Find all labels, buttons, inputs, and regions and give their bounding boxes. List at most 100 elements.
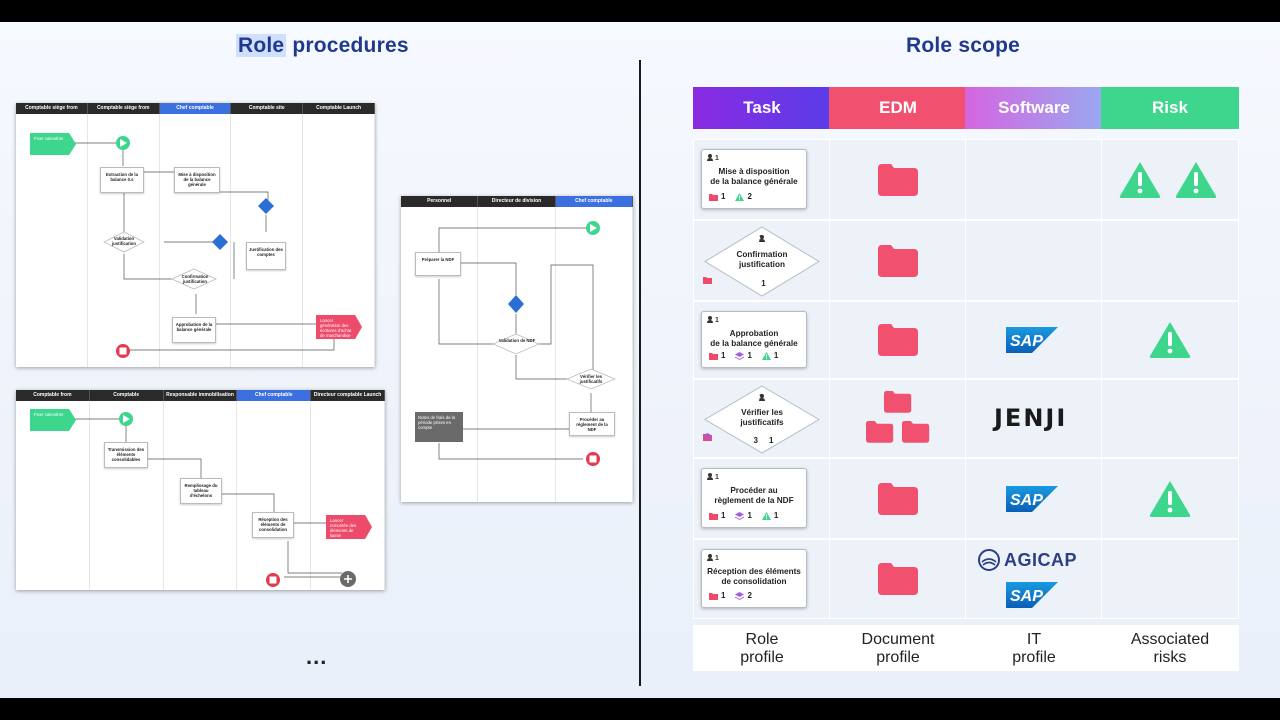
assignee-user-icon: 1 bbox=[707, 473, 719, 483]
swimlane bbox=[478, 207, 556, 502]
swimlane bbox=[231, 114, 304, 367]
role-procedures-title: Role procedures bbox=[236, 34, 409, 57]
flow-node[interactable]: Préparer la NDF bbox=[415, 252, 461, 276]
swimlane-title: Comptable Launch bbox=[303, 103, 375, 114]
dark-event-node[interactable]: Notes de frais de la période prises en c… bbox=[415, 412, 463, 442]
footer-label-line: profile bbox=[740, 649, 784, 666]
matrix-cell bbox=[965, 220, 1103, 301]
risk-count-badge: 2 bbox=[735, 192, 752, 202]
folder-icon bbox=[709, 352, 718, 360]
folder-icon bbox=[878, 163, 918, 197]
swimlanes bbox=[16, 114, 375, 367]
swimlane bbox=[401, 207, 479, 502]
end-chevron: Lancer remontée des éléments de liasse bbox=[326, 515, 372, 539]
sap-logo: SAP bbox=[1006, 582, 1058, 608]
agicap-logo: AGICAP bbox=[978, 549, 1077, 571]
footer-label-line: Role bbox=[745, 631, 779, 648]
swimlane-title: Directeur comptable Launch bbox=[311, 390, 385, 401]
start-chevron: Fixer calendrier bbox=[30, 409, 76, 431]
badge-count: 1 bbox=[747, 511, 752, 520]
more-procedures-ellipsis[interactable]: ... bbox=[306, 644, 328, 669]
warning-icon bbox=[1148, 322, 1192, 359]
decision-diamond[interactable]: 1Confirmationjustification1 bbox=[703, 225, 821, 298]
swimlane-title: Comptable bbox=[90, 390, 164, 401]
flow-node[interactable]: Transmission des éléments consolidables bbox=[104, 442, 148, 468]
swimlane-title: Chef comptable bbox=[159, 103, 232, 114]
flow-node[interactable]: Procéder au règlement de la NDF bbox=[569, 412, 615, 436]
task-name-line: Procéder au bbox=[730, 486, 778, 495]
badge-count: 1 bbox=[747, 351, 752, 360]
task-name-line: de la balance générale bbox=[710, 339, 798, 348]
task-name-line: justificatifs bbox=[740, 417, 784, 427]
swimlane bbox=[88, 114, 160, 367]
footer-label-line: Document bbox=[861, 631, 935, 648]
folder-icon bbox=[878, 563, 918, 596]
jenji-logo: JENJI bbox=[994, 403, 1068, 432]
assignee-count: 1 bbox=[714, 317, 719, 324]
warning-icon bbox=[761, 352, 771, 360]
task-name-line: Réception des éléments bbox=[707, 567, 801, 576]
software-count-badge: 1 bbox=[735, 511, 752, 521]
warning-icon bbox=[1148, 480, 1192, 518]
flow-node[interactable]: Réception des éléments de consolidation bbox=[252, 512, 294, 538]
warning-icon bbox=[761, 512, 771, 520]
task-name-line: Vérifier les bbox=[741, 407, 783, 417]
badge-count: 1 bbox=[721, 591, 726, 600]
folder-icon bbox=[709, 592, 718, 600]
badge-count: 1 bbox=[773, 511, 779, 520]
swimlane bbox=[90, 401, 164, 590]
assignee-count: 1 bbox=[714, 474, 719, 481]
flow-node[interactable]: Remplissage du tableau d'échelons bbox=[180, 478, 222, 504]
task-name-line: justification bbox=[739, 259, 785, 269]
document-count-badge: 1 bbox=[709, 351, 725, 361]
swimlane bbox=[164, 401, 238, 590]
footer-label-line: profile bbox=[876, 649, 920, 666]
swimlane-title: Comptable siège from bbox=[16, 103, 88, 114]
document-count-badge: 1 bbox=[703, 277, 766, 288]
warning-icon bbox=[1174, 161, 1218, 199]
folder-icon bbox=[709, 512, 718, 520]
task-badges: 1 1 1 bbox=[709, 511, 778, 521]
column-header-edm: EDM bbox=[829, 87, 967, 129]
swimlane-title: Comptable from bbox=[16, 390, 90, 401]
flow-node[interactable]: Mise à disposition de la balance général… bbox=[174, 167, 220, 193]
flow-diamond-label: Validation de NDF bbox=[498, 338, 536, 343]
task-badges: 1 bbox=[703, 276, 766, 290]
sap-logo: SAP bbox=[1006, 485, 1058, 512]
flow-diamond-label: Confirmation justification bbox=[181, 274, 209, 285]
sap-logo: SAP bbox=[1006, 327, 1058, 353]
column-header-task: Task bbox=[693, 87, 831, 129]
sap-logo-text: SAP bbox=[1010, 492, 1043, 509]
folder-group-icon bbox=[866, 391, 930, 447]
flow-node[interactable]: Approbation de la balance générale bbox=[172, 317, 216, 343]
footer-label-line: profile bbox=[1012, 649, 1056, 666]
badge-count: 2 bbox=[747, 591, 752, 600]
flow-node[interactable]: Extraction de la balance 0.s bbox=[100, 167, 144, 193]
swimlane-title: Chef comptable bbox=[555, 196, 633, 207]
assignee-user-icon: 1 bbox=[707, 154, 719, 164]
matrix-cell bbox=[1101, 539, 1239, 619]
flow-diamond-label: Vérifier les justificatifs bbox=[579, 374, 603, 385]
sap-logo-text: SAP bbox=[1010, 588, 1043, 605]
warning-icon bbox=[1118, 161, 1162, 199]
flow-node[interactable]: Justification des comptes bbox=[246, 242, 286, 270]
document-count-badge: 1 bbox=[709, 192, 725, 202]
vertical-divider bbox=[639, 60, 641, 686]
badge-count: 1 bbox=[721, 511, 726, 520]
matrix-cell bbox=[1101, 220, 1239, 301]
swimlanes bbox=[16, 401, 385, 590]
